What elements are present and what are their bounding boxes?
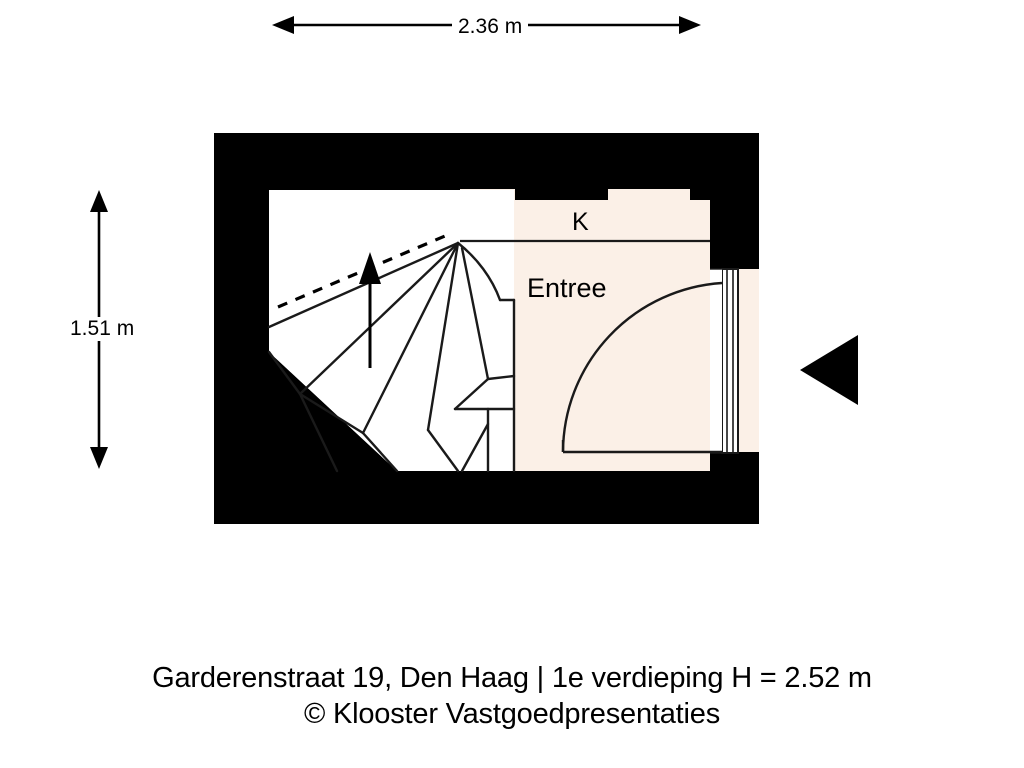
dimension-label-top: 2.36 m bbox=[452, 15, 529, 39]
caption-title: Garderenstraat 19, Den Haag | 1e verdiep… bbox=[152, 662, 872, 694]
room-k-area bbox=[460, 189, 710, 241]
entrance-arrow-marker bbox=[800, 335, 858, 405]
room-entree-area bbox=[460, 225, 759, 482]
room-label-k: K bbox=[572, 208, 589, 236]
room-label-entree: Entree bbox=[527, 273, 607, 303]
staircase bbox=[267, 241, 516, 473]
dimension-label-left: 1.51 m bbox=[64, 317, 141, 341]
stairwell-overlay bbox=[269, 190, 514, 471]
entrance-door bbox=[561, 268, 739, 454]
stair-cut-dashed-line bbox=[277, 231, 453, 309]
caption-copyright: © Klooster Vastgoedpresentaties bbox=[303, 698, 721, 730]
caption: Garderenstraat 19, Den Haag | 1e verdiep… bbox=[0, 660, 1024, 732]
